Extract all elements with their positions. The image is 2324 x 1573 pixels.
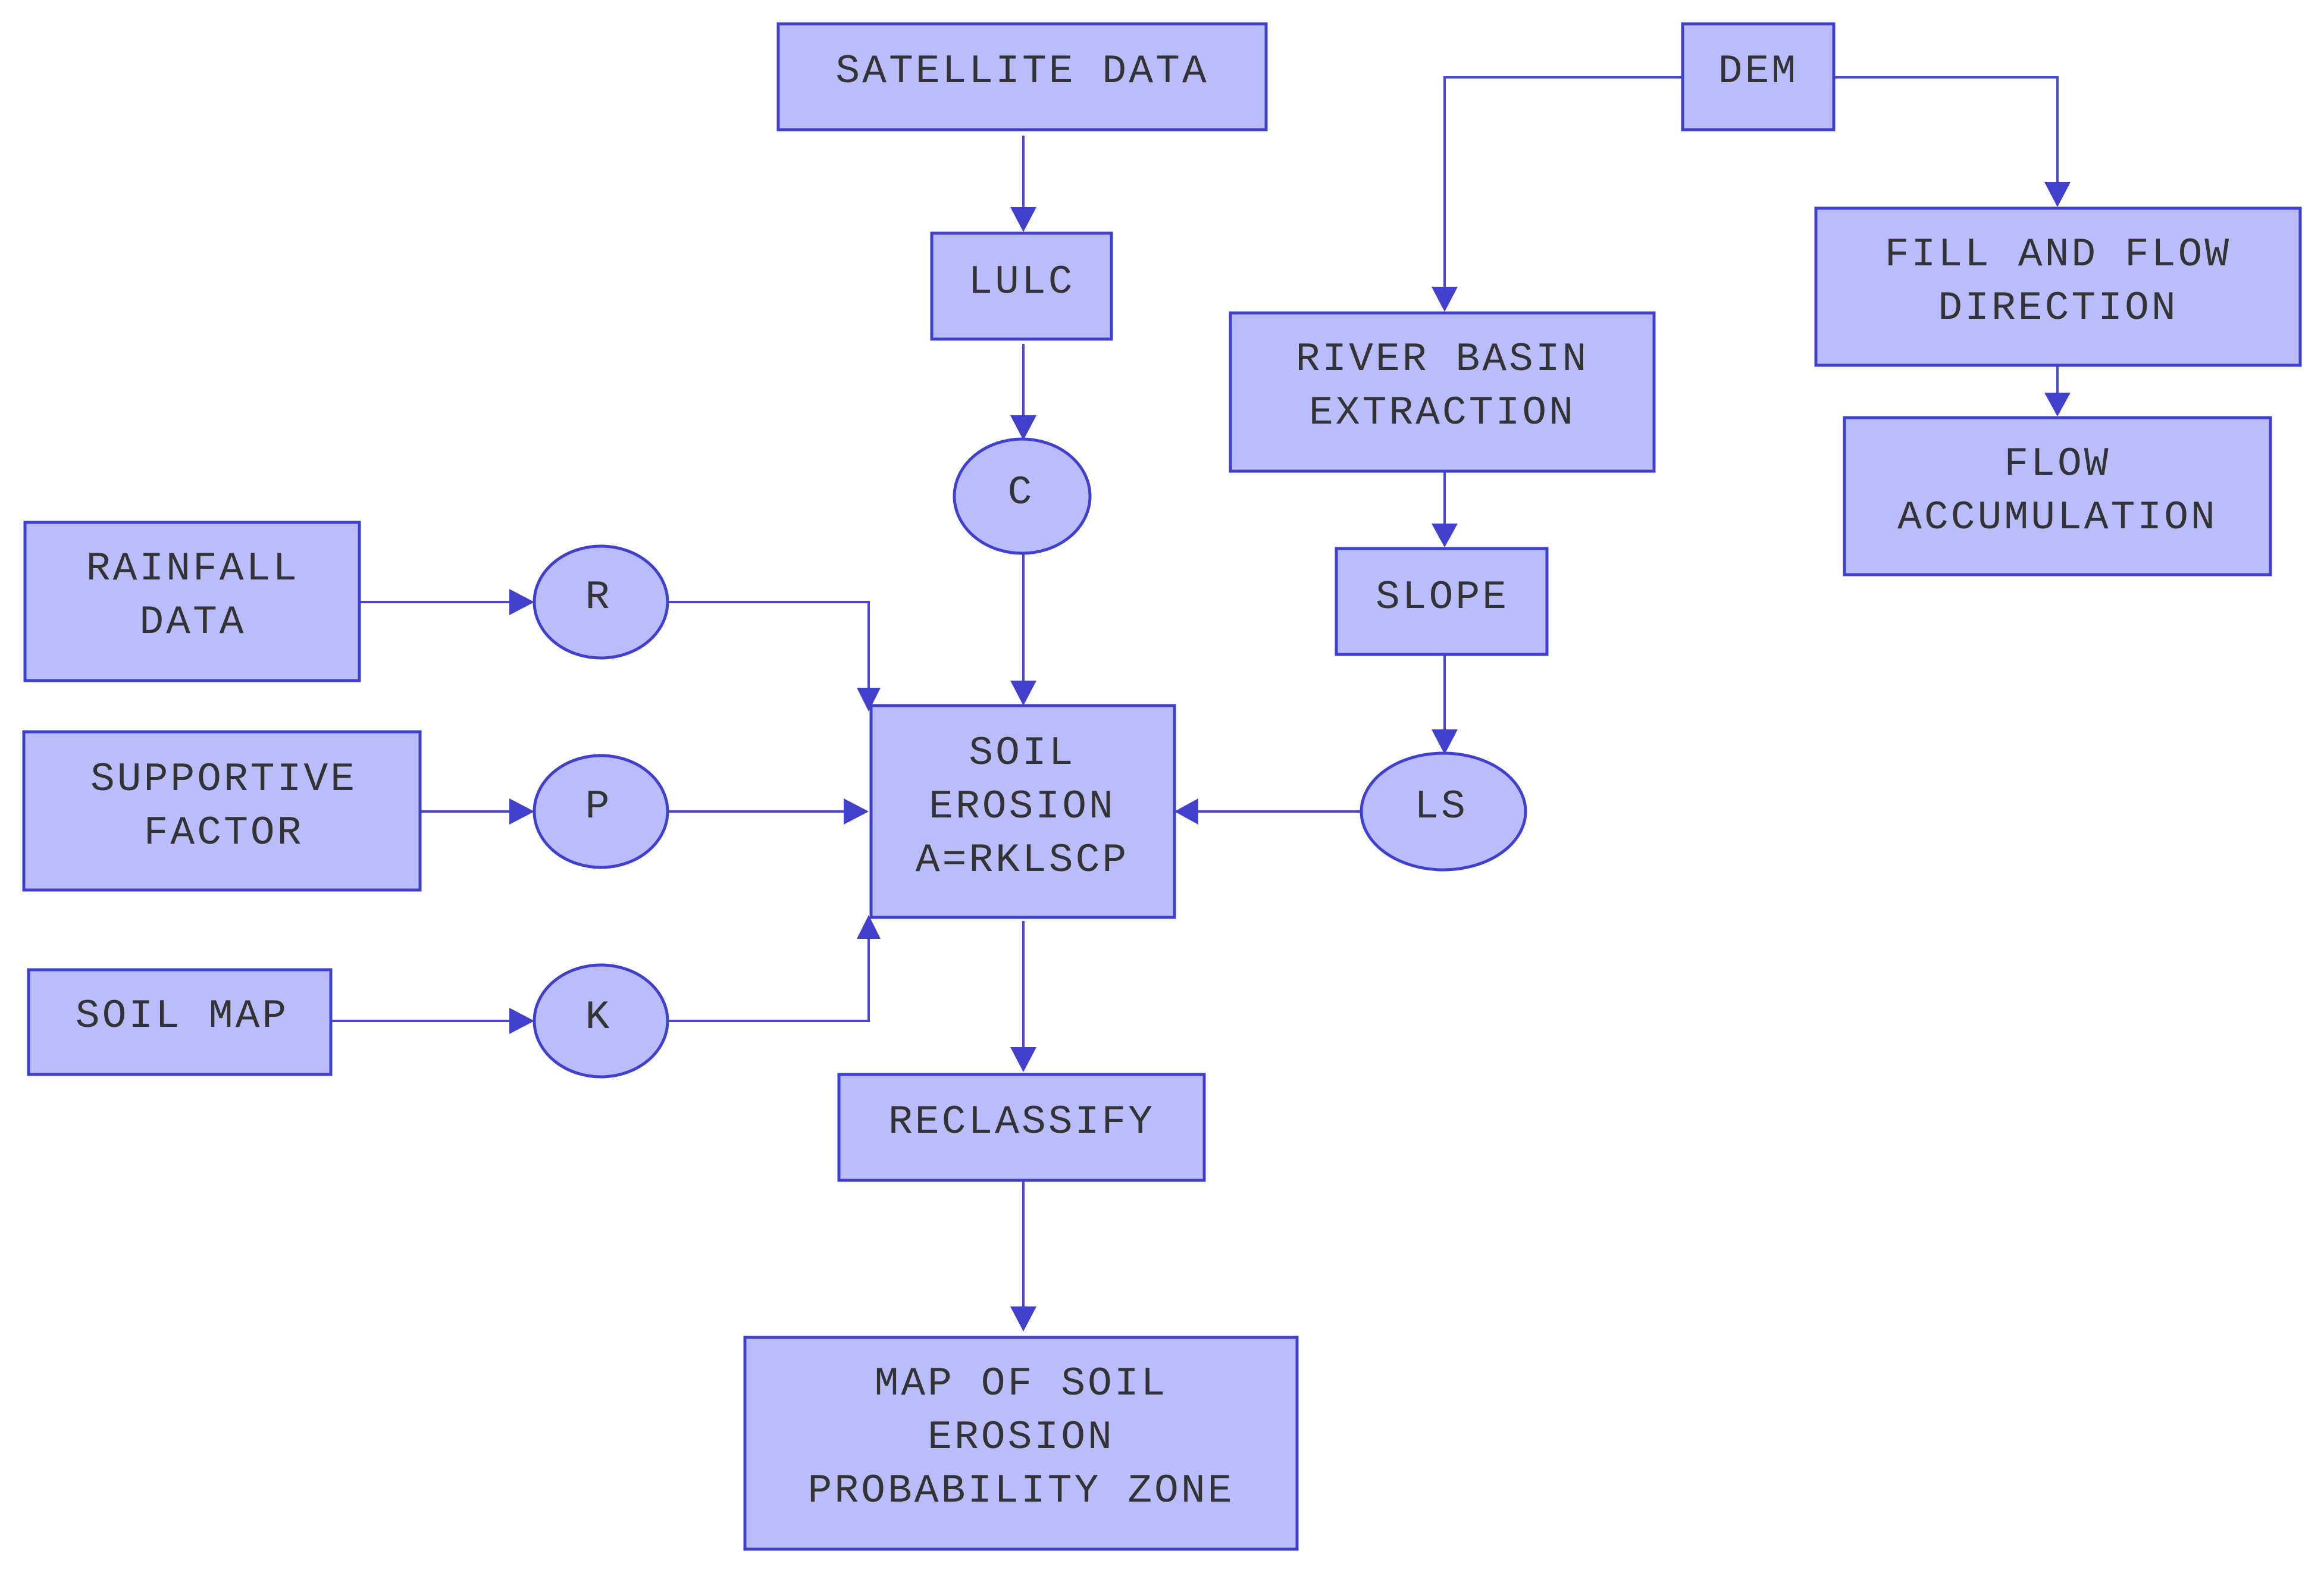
node-supportive-factor-line-1: SUPPORTIVE	[90, 757, 357, 803]
edge-k-to-soil-erosion-arrowhead	[857, 915, 881, 939]
edge-slope-to-ls-arrowhead	[1432, 729, 1458, 754]
node-river-basin-extraction: RIVER BASIN EXTRACTION	[1229, 311, 1656, 473]
node-c-factor-ellipse	[953, 437, 1092, 555]
node-soil-erosion-formula: A=RKLSCP	[916, 838, 1129, 883]
node-soil-map: SOIL MAP	[27, 968, 333, 1076]
node-slope-label: SLOPE	[1376, 575, 1509, 621]
node-river-basin-extraction-box	[1229, 311, 1656, 473]
node-ls-factor-ellipse	[1360, 751, 1527, 872]
node-river-basin-extraction-line-2: EXTRACTION	[1309, 390, 1576, 436]
node-rainfall-data-box	[23, 521, 361, 682]
node-river-basin-extraction-line-1: RIVER BASIN	[1296, 337, 1589, 383]
node-dem-label: DEM	[1718, 49, 1798, 95]
node-slope: SLOPE	[1335, 547, 1549, 656]
node-r-factor-label: R	[585, 575, 612, 621]
edge-rainfall-to-r-arrowhead	[509, 589, 534, 615]
node-soil-erosion-line-1: SOIL	[969, 731, 1075, 776]
node-reclassify-label: RECLASSIFY	[888, 1099, 1155, 1145]
node-fill-and-flow-direction-line-2: DIRECTION	[1938, 286, 2178, 331]
node-supportive-factor: SUPPORTIVE FACTOR	[22, 730, 422, 892]
edge-lulc-to-c-arrowhead	[1010, 415, 1036, 440]
node-k-factor-label: K	[585, 995, 612, 1041]
node-reclassify-box	[837, 1073, 1206, 1182]
node-flow-accumulation-line-2: ACCUMULATION	[1897, 495, 2217, 541]
connectors	[331, 76, 2071, 1331]
node-rainfall-data-line-1: RAINFALL	[86, 546, 299, 592]
edge-k-to-soil-erosion	[669, 939, 870, 1022]
node-c-factor: C	[953, 437, 1092, 555]
node-r-factor: R	[533, 544, 669, 660]
node-map-of-soil-erosion: MAP OF SOIL EROSION PROBABILITY ZONE	[743, 1336, 1299, 1551]
node-satellite-data-box	[776, 22, 1268, 131]
node-rainfall-data: RAINFALL DATA	[23, 521, 361, 682]
node-soil-map-box	[27, 968, 333, 1076]
node-rainfall-data-line-2: DATA	[139, 600, 246, 646]
edge-ls-to-soil-erosion-arrowhead	[1174, 798, 1198, 825]
edge-dem-to-river-basin	[1443, 76, 1683, 287]
edge-p-to-soil-erosion-arrowhead	[844, 798, 869, 825]
node-p-factor-ellipse	[533, 754, 669, 869]
node-soil-erosion-box	[869, 704, 1176, 919]
node-map-of-soil-erosion-line-2: EROSION	[928, 1415, 1114, 1461]
node-lulc-box	[930, 231, 1113, 341]
node-dem-box	[1681, 22, 1836, 131]
node-ls-factor: LS	[1360, 751, 1527, 872]
node-satellite-data: SATELLITE DATA	[776, 22, 1268, 131]
node-fill-and-flow-direction: FILL AND FLOW DIRECTION	[1814, 206, 2302, 367]
node-k-factor-ellipse	[533, 963, 669, 1079]
edge-soil-map-to-k-arrowhead	[509, 1008, 534, 1034]
edge-reclassify-to-map-arrowhead	[1010, 1306, 1036, 1331]
node-flow-accumulation: FLOW ACCUMULATION	[1843, 416, 2272, 576]
node-supportive-factor-box	[22, 730, 422, 892]
edge-dem-to-fill-and-flow	[1834, 76, 2059, 182]
node-dem: DEM	[1681, 22, 1836, 131]
node-map-of-soil-erosion-line-3: PROBABILITY ZONE	[808, 1468, 1235, 1514]
node-k-factor: K	[533, 963, 669, 1079]
node-map-of-soil-erosion-box	[743, 1336, 1299, 1551]
edge-r-to-soil-erosion	[669, 601, 870, 688]
edge-dem-to-fill-and-flow-arrowhead	[2044, 182, 2071, 207]
edge-supportive-to-p-arrowhead	[509, 798, 534, 825]
node-lulc-label: LULC	[968, 259, 1075, 305]
node-lulc: LULC	[930, 231, 1113, 341]
node-ls-factor-label: LS	[1414, 784, 1468, 830]
edge-dem-to-river-basin-arrowhead	[1432, 287, 1458, 312]
node-map-of-soil-erosion-line-1: MAP OF SOIL	[875, 1361, 1168, 1407]
edge-soil-erosion-to-reclassify-arrowhead	[1010, 1047, 1036, 1072]
node-fill-and-flow-direction-line-1: FILL AND FLOW	[1885, 232, 2232, 278]
node-reclassify: RECLASSIFY	[837, 1073, 1206, 1182]
node-flow-accumulation-box	[1843, 416, 2272, 576]
node-fill-and-flow-direction-box	[1814, 206, 2302, 367]
node-p-factor: P	[533, 754, 669, 869]
node-c-factor-label: C	[1008, 470, 1035, 516]
node-p-factor-label: P	[585, 784, 612, 830]
node-r-factor-ellipse	[533, 544, 669, 660]
node-soil-map-label: SOIL MAP	[76, 994, 289, 1039]
node-satellite-data-label: SATELLITE DATA	[835, 49, 1208, 95]
node-slope-box	[1335, 547, 1549, 656]
edge-satellite-to-lulc-arrowhead	[1010, 207, 1036, 232]
node-soil-erosion: SOIL EROSION A=RKLSCP	[869, 704, 1176, 919]
node-flow-accumulation-line-1: FLOW	[2004, 441, 2110, 487]
node-soil-erosion-line-2: EROSION	[929, 784, 1116, 830]
edge-c-to-soil-erosion-arrowhead	[1010, 681, 1036, 706]
edge-river-basin-to-slope-arrowhead	[1432, 524, 1458, 547]
edge-r-to-soil-erosion-arrowhead	[857, 688, 881, 712]
edge-fill-to-flow-accumulation-arrowhead	[2044, 393, 2071, 416]
node-supportive-factor-line-2: FACTOR	[144, 810, 304, 856]
